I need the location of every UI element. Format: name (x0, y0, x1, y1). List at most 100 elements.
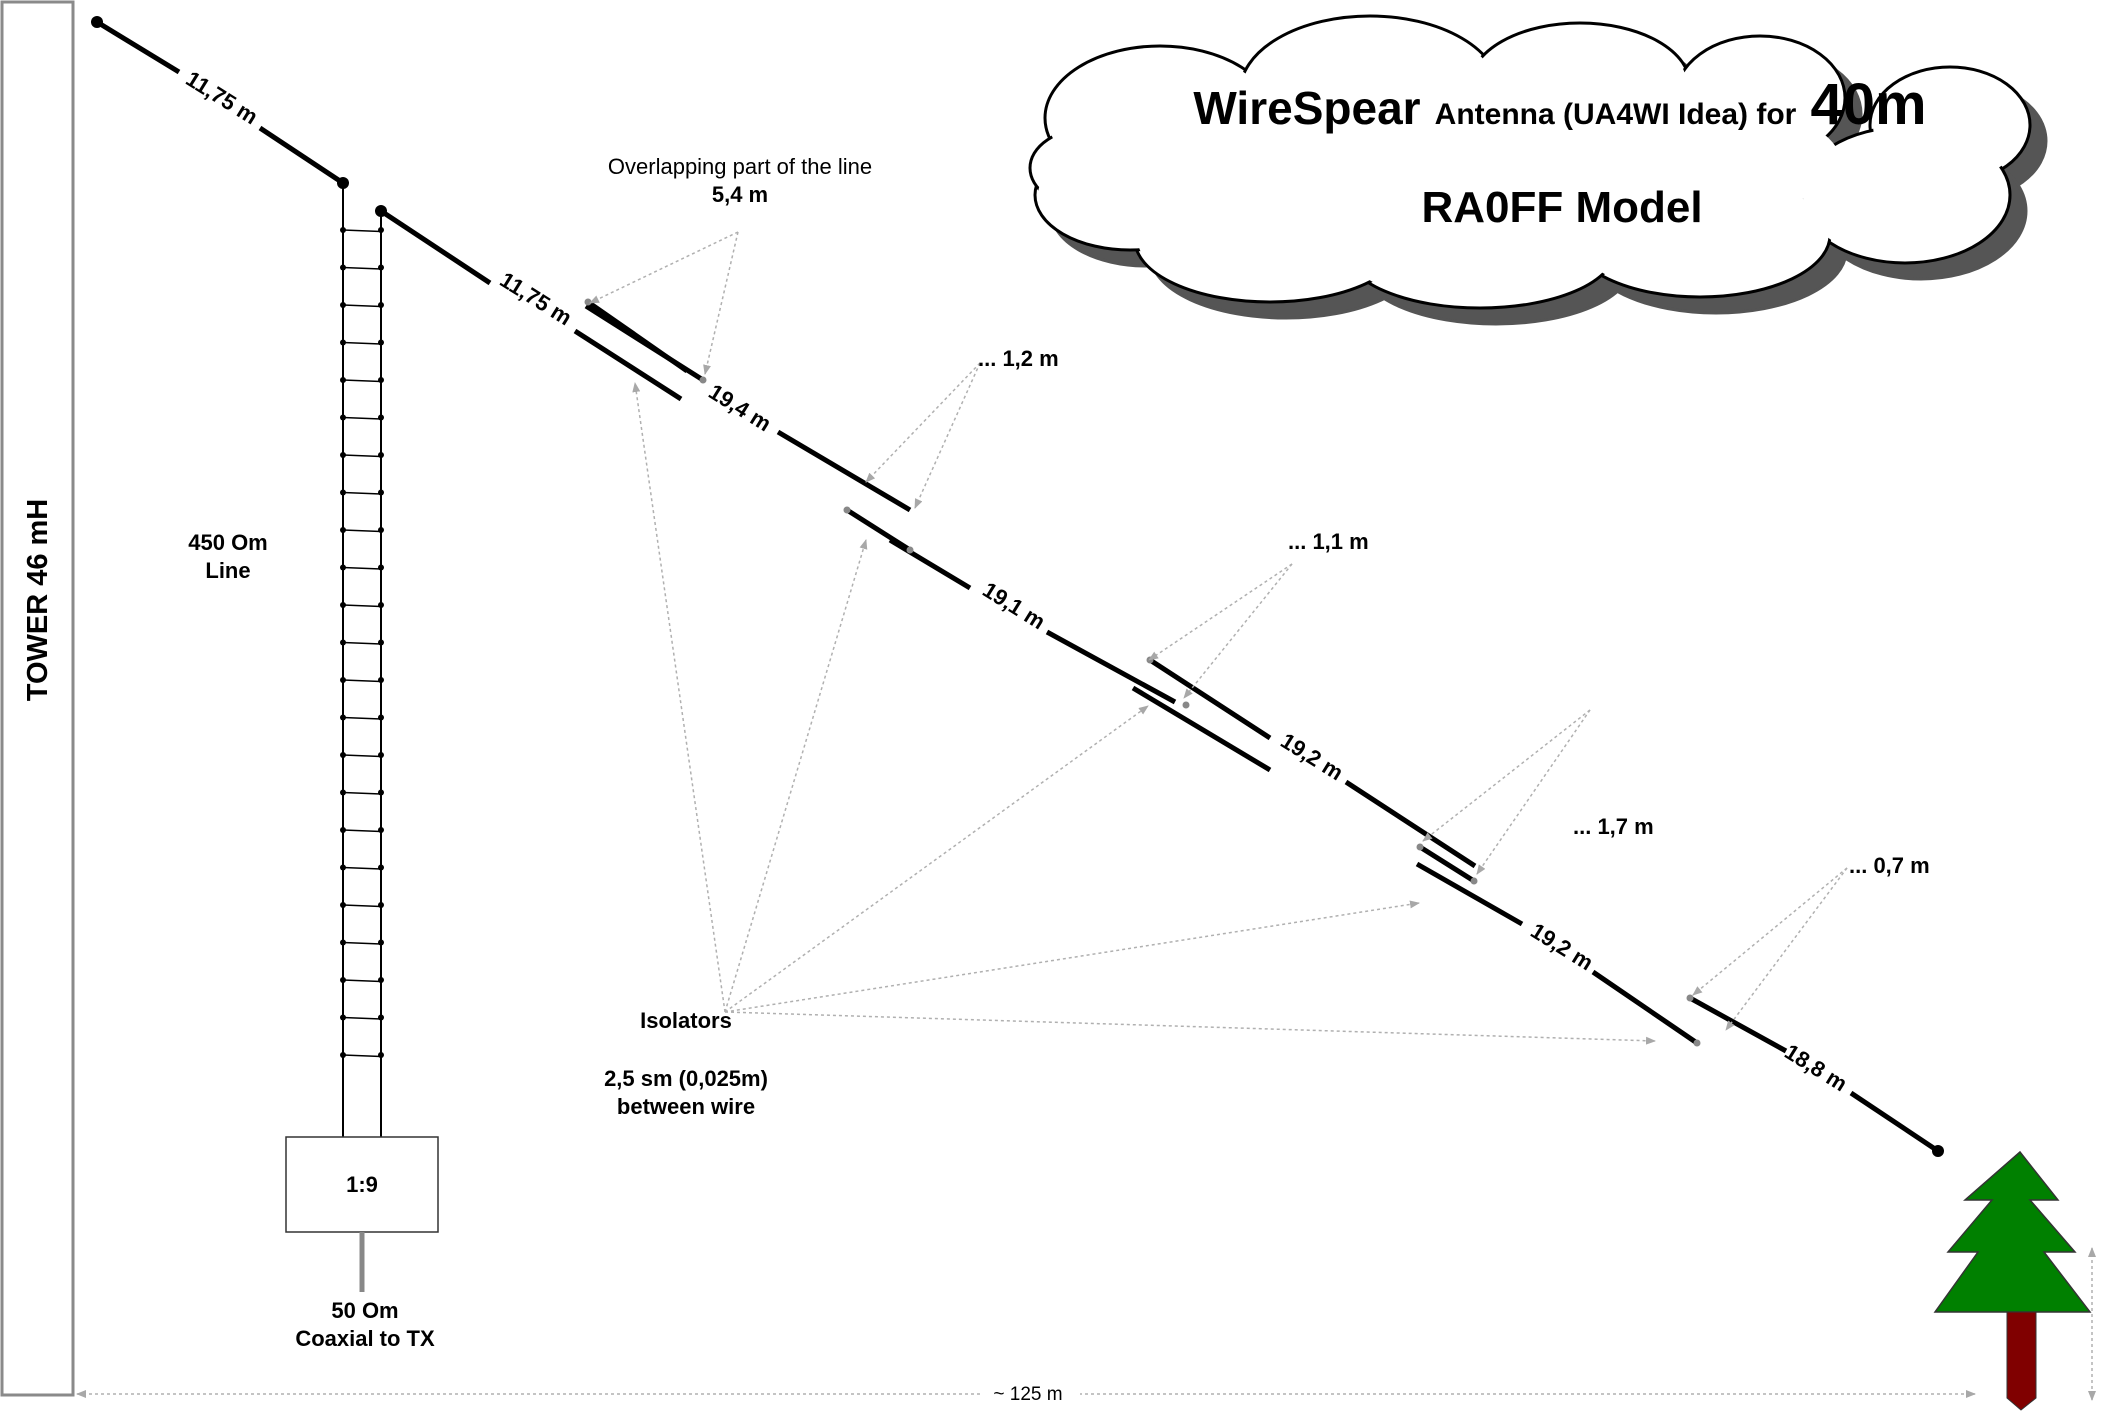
isolators-spacing: 2,5 sm (0,025m) (604, 1066, 768, 1091)
span-label: ~ 125 m (993, 1384, 1062, 1405)
rung-node (378, 264, 384, 271)
rung-node (378, 639, 384, 646)
segment-label-4: 19,2 m (1276, 728, 1347, 786)
rung-node (340, 489, 346, 496)
spear-start-node (375, 205, 387, 217)
overlap-label-1: ... 1,1 m (1288, 529, 1369, 554)
rung-node (378, 902, 384, 908)
rung-node (340, 752, 346, 758)
segment-label-3: 19,1 m (978, 577, 1049, 635)
title-band: 40m (1810, 72, 1926, 137)
ladder-rung (342, 229, 382, 233)
ladder-rung (342, 454, 382, 458)
coax-type-label: Coaxial to TX (295, 1326, 435, 1351)
title-brand: WireSpear (1193, 82, 1420, 134)
rung-node (340, 452, 346, 458)
overlap-note-length: 5,4 m (712, 182, 768, 207)
rung-node (340, 377, 346, 383)
rung-node (378, 1052, 384, 1058)
ladder-rung (342, 829, 382, 833)
rung-node (340, 639, 346, 646)
ladder-rung (342, 566, 382, 570)
ladder-rung (342, 529, 382, 533)
rung-node (340, 939, 346, 946)
rung-node (340, 677, 346, 683)
ladder-rung (342, 679, 382, 683)
rung-node (378, 977, 384, 983)
rung-node (340, 977, 346, 983)
rung-node (378, 452, 384, 458)
rung-node (340, 827, 346, 833)
ladder-rung (342, 754, 382, 758)
tower-label: TOWER 46 mH (22, 499, 54, 702)
rung-node (378, 227, 384, 233)
ladder-rung (342, 304, 382, 308)
line-type-label: Line (205, 558, 250, 583)
rung-node (378, 677, 384, 683)
segment-label-1: 11,75 m (496, 267, 577, 330)
rung-node (340, 264, 346, 271)
isolators-spacing-note: between wire (617, 1094, 755, 1119)
rung-node (378, 1014, 384, 1021)
title-cloud (1028, 14, 2048, 326)
ladder-rung (342, 979, 382, 983)
upper-wire (91, 16, 349, 189)
rung-node (378, 602, 384, 608)
ladder-rung (342, 941, 382, 945)
rung-node (378, 714, 384, 721)
ladder-rung (342, 641, 382, 645)
title-line: WireSpear Antenna (UA4WI Idea) for 40m (1193, 72, 1926, 137)
ladder-rung (342, 904, 382, 908)
rung-node (378, 564, 384, 571)
rung-node (340, 602, 346, 608)
ladder-rung (342, 791, 382, 795)
rung-node (378, 827, 384, 833)
segment-label-6: 18,8 m (1780, 1039, 1851, 1097)
isolator-nodes (584, 298, 1701, 1047)
ladder-line (342, 183, 382, 1137)
ladder-rungs (340, 227, 384, 1058)
rung-node (378, 414, 384, 421)
isolators-title: Isolators (640, 1008, 732, 1033)
ladder-rung (342, 491, 382, 495)
title-mid: Antenna (UA4WI Idea) for (1435, 98, 1797, 131)
segment-label-5: 19,2 m (1526, 918, 1597, 976)
rung-node (340, 414, 346, 421)
ladder-rung (342, 379, 382, 383)
tree (1933, 1150, 2092, 1411)
overlap-label-3: ... 0,7 m (1849, 853, 1930, 878)
rung-node (378, 789, 384, 796)
overlap-guides (589, 231, 1848, 1031)
overlap-note-title: Overlapping part of the line (608, 154, 872, 179)
ladder-rung (342, 1016, 382, 1020)
rung-node (340, 527, 346, 533)
tower (0, 0, 75, 1397)
ladder-rung (342, 266, 382, 270)
rung-node (378, 752, 384, 758)
segment-label-0: 11,75 m (182, 66, 263, 129)
overlap-label-0: ... 1,2 m (978, 346, 1059, 371)
ladder-rung (342, 716, 382, 720)
rung-node (340, 339, 346, 346)
rung-node (340, 714, 346, 721)
rung-node (378, 377, 384, 383)
rung-node (378, 302, 384, 308)
rung-node (340, 564, 346, 571)
rung-node (378, 489, 384, 496)
rung-node (378, 339, 384, 346)
isolator-guides (632, 382, 1656, 1045)
spear-wire (379, 208, 1940, 1154)
ladder-rung (342, 866, 382, 870)
balun-box (285, 1136, 439, 1233)
line-impedance-label: 450 Om (188, 530, 268, 555)
rung-node (340, 789, 346, 796)
segment-label-2: 19,4 m (704, 379, 775, 437)
rung-node (378, 939, 384, 946)
coax-impedance-label: 50 Om (331, 1298, 398, 1323)
rung-node (378, 864, 384, 871)
rung-node (340, 227, 346, 233)
rung-node (340, 902, 346, 908)
ladder-rung (342, 341, 382, 345)
ladder-rung (342, 604, 382, 608)
